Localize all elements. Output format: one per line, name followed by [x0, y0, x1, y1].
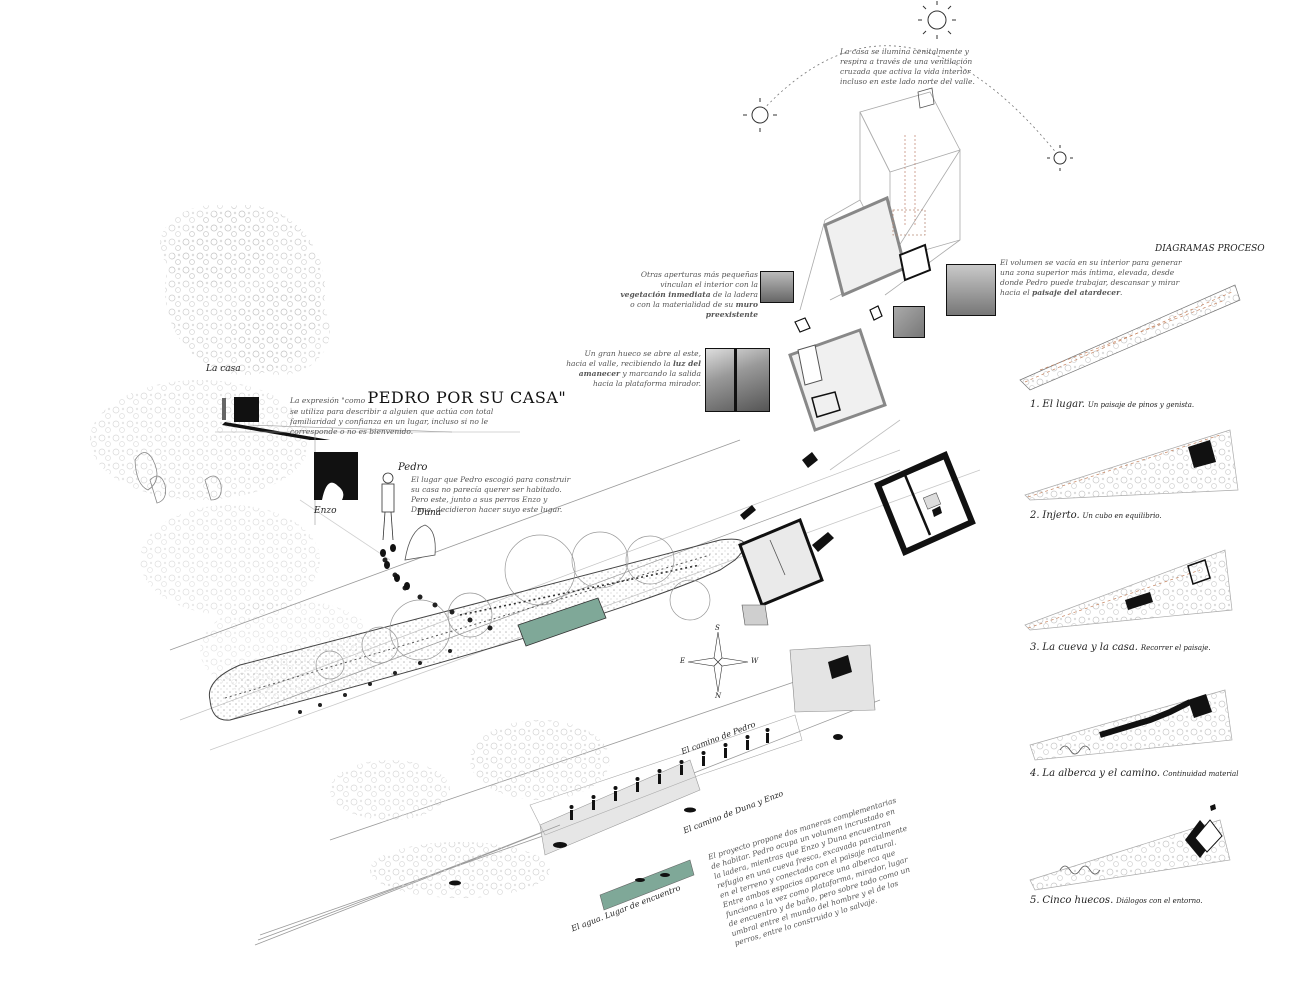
volume-bold: paisaje del atardecer [1031, 288, 1121, 297]
process-diagram-3 [1024, 549, 1233, 631]
process-diagram-1 [1019, 284, 1241, 391]
compass-n: N [715, 692, 722, 700]
step-5-desc: Diálogos con el entorno. [1116, 897, 1203, 905]
label-duna: Duna [417, 508, 442, 518]
compass-w: W [751, 657, 759, 665]
window-mark [812, 532, 834, 552]
axon-plan-upper [823, 135, 932, 298]
step-2-desc: Un cubo en equilibrio. [1082, 512, 1162, 520]
diagramas-title: DIAGRAMAS PROCESO [1155, 244, 1265, 254]
cave-frame [314, 452, 358, 500]
photo-sunset [946, 264, 996, 316]
step-3-num: 3. [1030, 642, 1040, 653]
house-plan [738, 518, 824, 626]
volume-text-2: . [1120, 288, 1123, 297]
photo-vegetation [760, 271, 794, 303]
photo-wall [893, 306, 925, 338]
compass-s: S [715, 624, 720, 632]
process-diagram-4 [1029, 689, 1233, 761]
compass-rose [687, 631, 749, 693]
pedro-walking-figures [569, 728, 770, 820]
expression-pre: La expresión "como [290, 396, 368, 405]
sun-arc [743, 1, 1073, 171]
step-1-title: El lugar. [1042, 399, 1085, 410]
place-note: El lugar que Pedro escogió para construi… [411, 475, 571, 514]
openings-bold-1: vegetación inmediata [620, 290, 711, 299]
step-3-desc: Recorrer el paisaje. [1140, 644, 1211, 652]
footprints [380, 544, 410, 590]
process-diagram-5 [1029, 804, 1231, 891]
step-2-num: 2. [1030, 510, 1040, 521]
sun-icon-west [1047, 145, 1073, 171]
compass-e: E [680, 657, 686, 665]
axon-plan-lower [788, 305, 887, 432]
lower-terrain [257, 644, 876, 941]
sun-icon-east [743, 98, 777, 132]
house-floor-plan [874, 450, 976, 557]
pedro-path [459, 564, 701, 616]
expression-body: se utiliza para describir a alguien que … [290, 407, 494, 436]
step-1-caption: 1. El lugar. Un paisaje de pinos y genis… [1030, 399, 1194, 410]
big-opening-text-2: y marcando la salida hacia la plataforma… [592, 369, 701, 388]
big-opening-text-1: Un gran hueco se abre al este, hacia el … [566, 349, 701, 368]
step-5-num: 5. [1030, 895, 1040, 906]
bushes [134, 452, 222, 504]
label-pedro: Pedro [398, 462, 428, 473]
label-enzo: Enzo [314, 506, 337, 516]
big-opening-bold: luz del amanecer [578, 359, 701, 378]
step-5-title: Cinco huecos. [1042, 895, 1114, 906]
sun-note: La casa se ilumina cenitalmente y respir… [840, 47, 975, 86]
duna-figure [404, 524, 436, 561]
step-4-desc: Continuidad material [1162, 770, 1239, 778]
window-mark [740, 505, 756, 520]
step-2-caption: 2. Injerto. Un cubo en equilibrio. [1030, 510, 1162, 521]
pedro-figure [381, 472, 395, 541]
openings-small-note: Otras aperturas más pequeñas vinculan el… [620, 270, 758, 320]
step-1-desc: Un paisaje de pinos y genista. [1087, 401, 1195, 409]
pool-plan [517, 597, 607, 647]
sun-icon-top [918, 1, 956, 39]
step-3-title: La cueva y la casa. [1042, 642, 1138, 653]
openings-text-2: de la ladera o con la materialidad de su [630, 290, 758, 309]
process-diagram-2 [1024, 429, 1239, 501]
label-la-casa: La casa [206, 364, 241, 374]
step-3-caption: 3. La cueva y la casa. Recorrer el paisa… [1030, 642, 1211, 653]
window-mark [802, 452, 818, 468]
step-5-caption: 5. Cinco huecos. Diálogos con el entorno… [1030, 895, 1202, 906]
photo-window-view [705, 348, 770, 412]
step-4-title: La alberca y el camino. [1042, 768, 1161, 779]
la-casa-elevation [215, 397, 520, 525]
volume-note: El volumen se vacía en su interior para … [1000, 258, 1185, 298]
openings-bold-2: muro preexistente [705, 300, 758, 319]
openings-text-1: Otras aperturas más pequeñas vinculan el… [640, 270, 758, 289]
step-4-caption: 4. La alberca y el camino. Continuidad m… [1030, 768, 1238, 779]
step-4-num: 4. [1030, 768, 1040, 779]
expression-end: " [558, 388, 567, 407]
step-2-title: Injerto. [1042, 510, 1080, 521]
site-plan [208, 531, 746, 721]
expression-title: PEDRO POR SU CASA [367, 388, 559, 407]
step-1-num: 1. [1030, 399, 1040, 410]
volume-text-1: El volumen se vacía en su interior para … [1000, 258, 1182, 297]
big-opening-note: Un gran hueco se abre al este, hacia el … [565, 349, 701, 389]
expression-block: La expresión "como PEDRO POR SU CASA" se… [290, 388, 566, 437]
dog-silhouettes [449, 734, 843, 886]
